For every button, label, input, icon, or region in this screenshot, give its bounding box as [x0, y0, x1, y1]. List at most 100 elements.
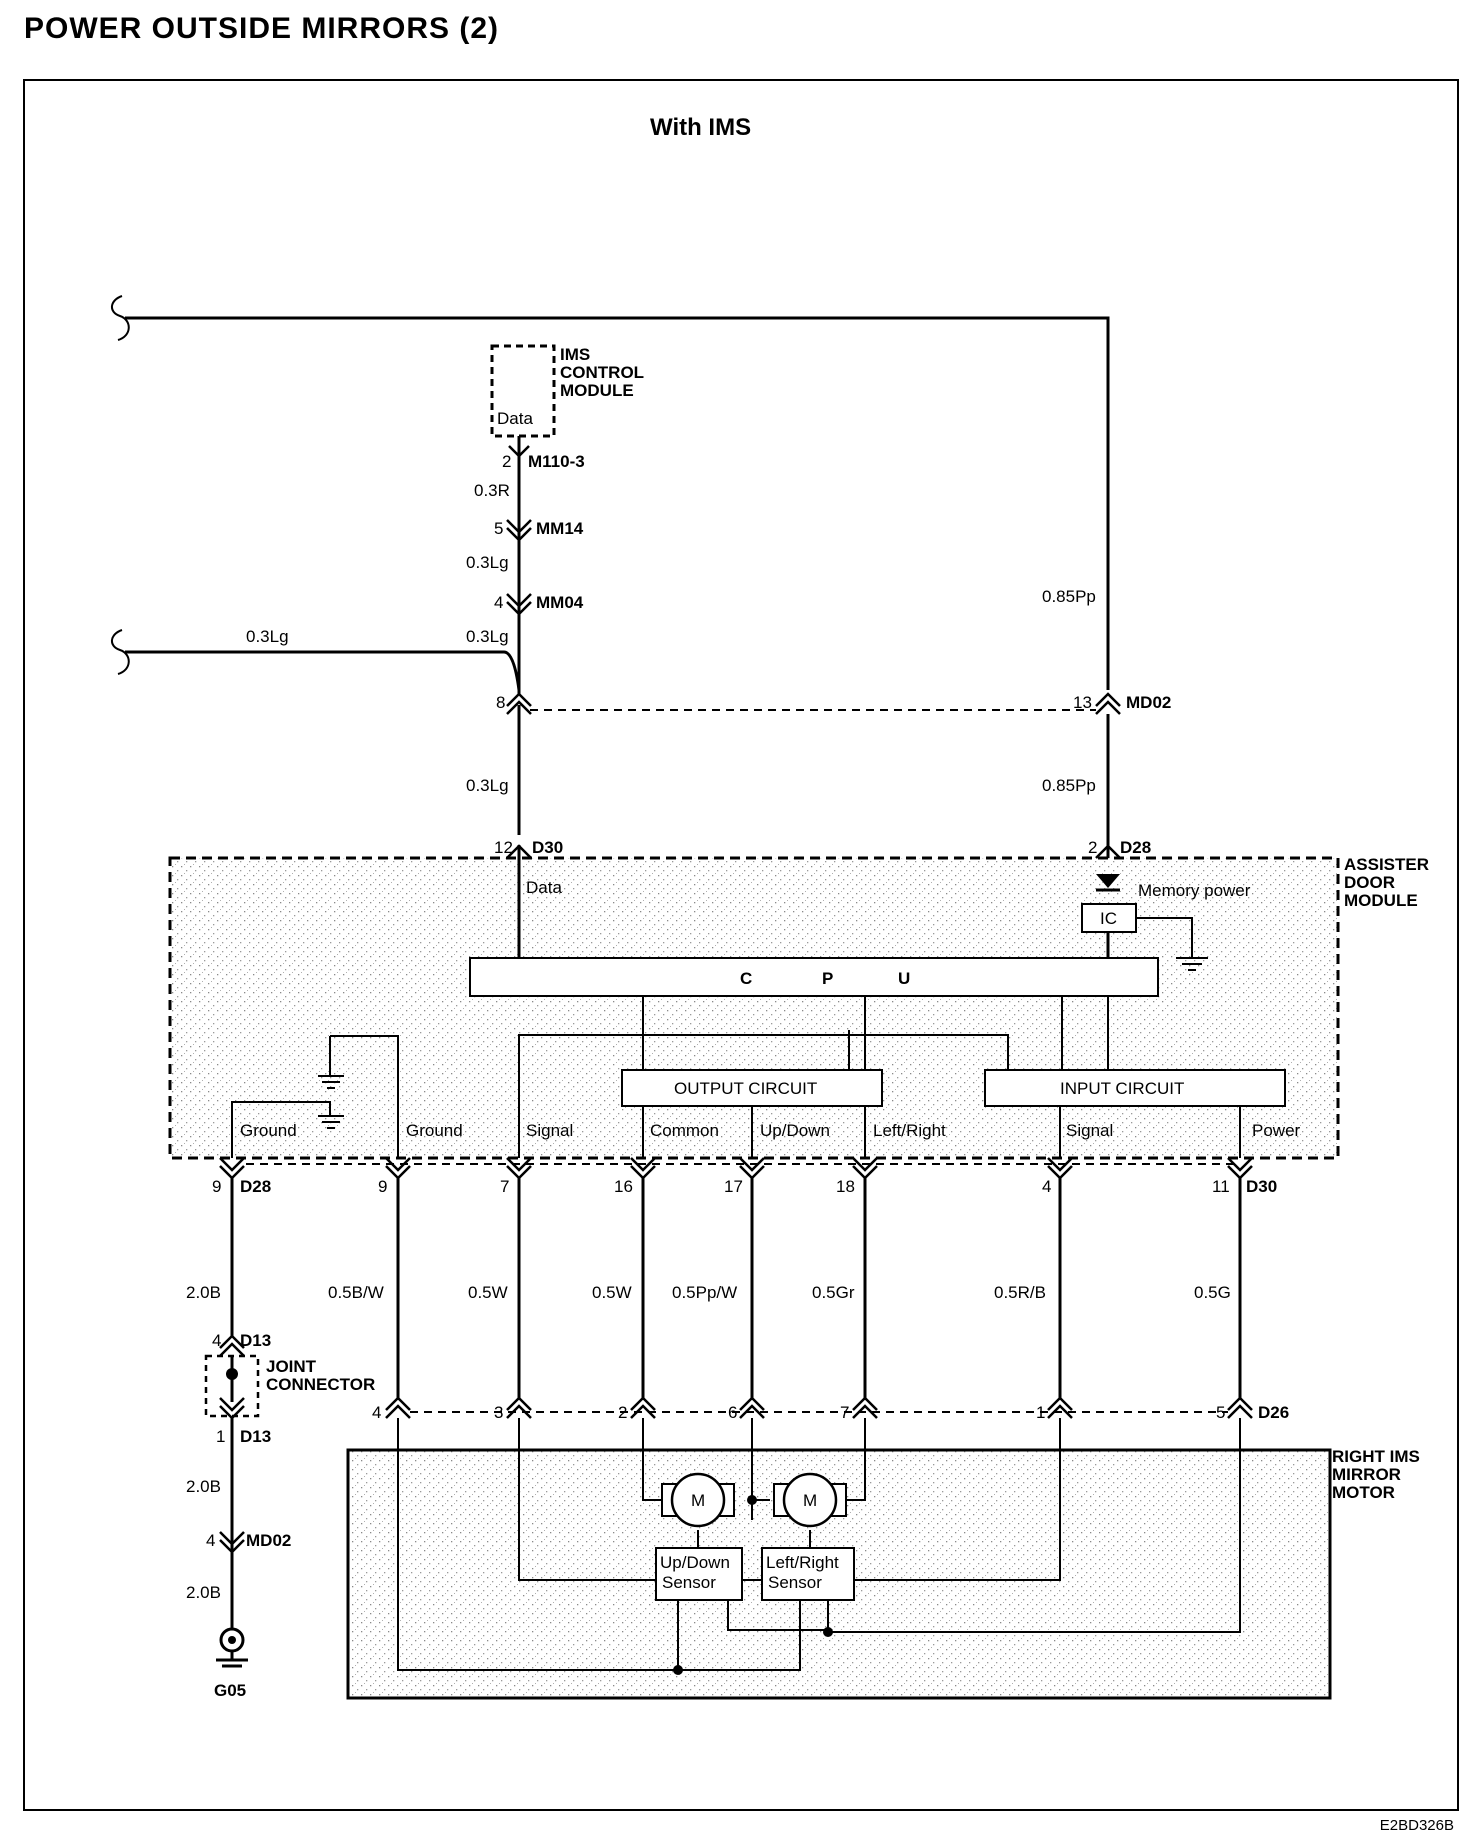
cpu-label-p: P: [822, 969, 833, 988]
d13-top-name: D13: [240, 1331, 271, 1350]
diode-icon: [1096, 874, 1120, 888]
wire-label-20b-c: 2.0B: [186, 1583, 221, 1602]
wire-label-03lg-d: 0.3Lg: [466, 776, 509, 795]
term-label-3: Common: [650, 1121, 719, 1140]
d13-bottom-name: D13: [240, 1427, 271, 1446]
connector-mm14: [506, 519, 532, 542]
mm14-name: MM14: [536, 519, 584, 538]
term-wire-3: 0.5W: [592, 1283, 632, 1302]
term-label-7: Power: [1252, 1121, 1301, 1140]
assister-door-module-box: [168, 856, 1340, 1160]
input-circuit-box: [984, 1069, 1286, 1107]
md02-right-pin: 13: [1073, 693, 1092, 712]
mirror-motor-name-3: MOTOR: [1332, 1483, 1395, 1502]
connector-md02-left: [506, 692, 532, 715]
internal-wiring: [518, 996, 1241, 1158]
d26-name: D26: [1258, 1403, 1289, 1422]
ground-point-center: [228, 1636, 236, 1644]
wire-label-085pp-b: 0.85Pp: [1042, 776, 1096, 795]
ic-regulator-box: [1081, 903, 1137, 933]
ims-module-name-1: IMS: [560, 345, 590, 364]
term-label-4: Up/Down: [760, 1121, 830, 1140]
power-feed-wire: [125, 316, 1110, 690]
memory-power-label: Memory power: [1138, 881, 1251, 900]
document-code: E2BD326B: [1379, 1817, 1454, 1834]
ground-name: G05: [214, 1681, 246, 1700]
updown-sensor-label-1: Up/Down: [660, 1553, 730, 1572]
assister-name-1: ASSISTER: [1344, 855, 1429, 874]
wire-label-03r: 0.3R: [474, 481, 510, 500]
leftright-motor-symbol: M: [803, 1491, 817, 1510]
ic-ground-wire: [1136, 917, 1208, 971]
feed-break-symbol-top: [111, 295, 130, 341]
connector-d28-top: [1095, 844, 1121, 859]
updown-sensor-box: [655, 1547, 743, 1601]
md02-left-pin: 8: [496, 693, 505, 712]
md02-name: MD02: [1126, 693, 1171, 712]
term-wire-2: 0.5W: [468, 1283, 508, 1302]
harness-wires: [230, 1178, 1242, 1400]
d28-top-name: D28: [1120, 838, 1151, 857]
cpu-label-c: C: [740, 969, 752, 988]
assister-name-2: DOOR: [1344, 873, 1395, 892]
ground-internal-wiring: [231, 1035, 399, 1158]
connector-mm04: [506, 593, 532, 616]
mirror-motor-name-2: MIRROR: [1332, 1465, 1401, 1484]
leftright-sensor-label-2: Sensor: [768, 1573, 822, 1592]
term-wire-1: 0.5B/W: [328, 1283, 384, 1302]
updown-motor-symbol: M: [691, 1491, 705, 1510]
d13-top-pin: 4: [212, 1331, 221, 1350]
joint-connector-label-1: JOINT: [266, 1357, 317, 1376]
motor-pin-1: 4: [372, 1403, 381, 1422]
d28-bottom-name: D28: [240, 1177, 271, 1196]
d30-top-pin: 12: [494, 838, 513, 857]
md02-ground-name: MD02: [246, 1531, 291, 1550]
term-label-6: Signal: [1066, 1121, 1113, 1140]
connector-md02-right: [1095, 692, 1121, 715]
ims-control-module: [490, 344, 556, 438]
term-wire-6: 0.5R/B: [994, 1283, 1046, 1302]
bottom-connector-chevrons: [219, 1157, 1253, 1180]
sensor-splice-2: [673, 1665, 683, 1675]
wire-label-20b-a: 2.0B: [186, 1283, 221, 1302]
leftright-sensor-box: [761, 1547, 855, 1601]
wire-label-03lg-b: 0.3Lg: [246, 627, 289, 646]
connector-d30-top: [506, 844, 532, 859]
assister-data-label: Data: [526, 878, 562, 897]
d26-connector-chevrons: [385, 1396, 1253, 1419]
md02-ground-pin: 4: [206, 1531, 215, 1550]
d30-bottom-name: D30: [1246, 1177, 1277, 1196]
diagram-frame: [23, 79, 1459, 1811]
wire-label-03lg-a: 0.3Lg: [466, 553, 509, 572]
m110-name: M110-3: [528, 452, 585, 471]
connector-m110-3: [508, 445, 530, 458]
cpu-label-u: U: [898, 969, 910, 988]
updown-sensor-label-2: Sensor: [662, 1573, 716, 1592]
feed-break-symbol-left: [111, 629, 130, 675]
wire-label-03lg-c: 0.3Lg: [466, 627, 509, 646]
wire-label-085pp-a: 0.85Pp: [1042, 587, 1096, 606]
term-pin-6: 4: [1042, 1177, 1051, 1196]
leftright-motor-icon: [782, 1472, 838, 1528]
m110-pin: 2: [502, 452, 511, 471]
term-pin-3: 16: [614, 1177, 633, 1196]
output-circuit-label: OUTPUT CIRCUIT: [674, 1079, 817, 1098]
mm04-pin: 4: [494, 593, 503, 612]
motor-pin-7: 5: [1216, 1403, 1225, 1422]
ims-module-data-label: Data: [497, 409, 533, 428]
term-pin-7: 11: [1212, 1177, 1230, 1196]
sensor-splice-1: [823, 1627, 833, 1637]
motor-pin-6: 1: [1036, 1403, 1045, 1422]
ims-module-name-2: CONTROL: [560, 363, 644, 382]
joint-connector-label-2: CONNECTOR: [266, 1375, 375, 1394]
term-label-0: Ground: [240, 1121, 297, 1140]
page-title: POWER OUTSIDE MIRRORS (2): [24, 12, 500, 45]
term-wire-4: 0.5Pp/W: [672, 1283, 737, 1302]
assister-name-3: MODULE: [1344, 891, 1418, 910]
left-data-feed-wire: [125, 650, 521, 691]
term-wire-7: 0.5G: [1194, 1283, 1231, 1302]
term-pin-2: 7: [500, 1177, 509, 1196]
mm14-pin: 5: [494, 519, 503, 538]
motor-pin-4: 6: [728, 1403, 737, 1422]
mirror-motor-name-1: RIGHT IMS: [1332, 1447, 1420, 1466]
